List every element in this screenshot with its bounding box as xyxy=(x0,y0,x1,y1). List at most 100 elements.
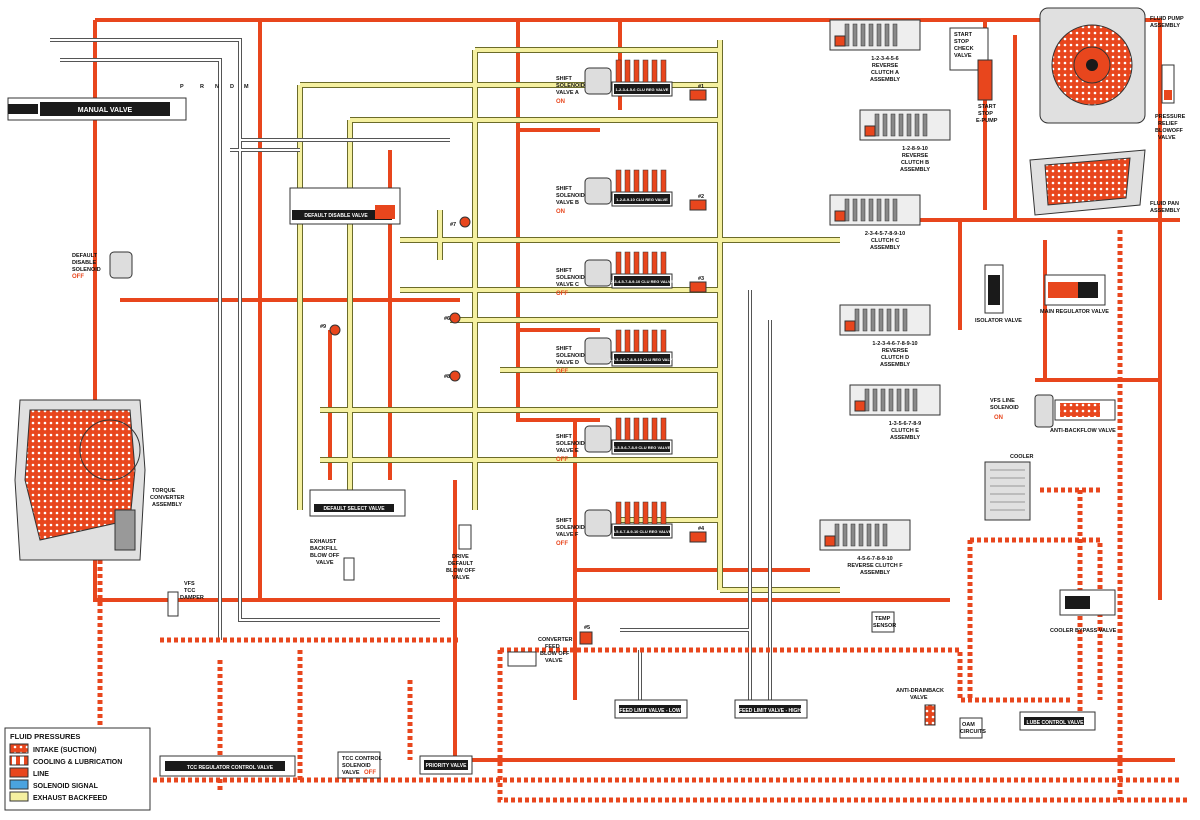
main-regulator-valve: MAIN REGULATOR VALVE xyxy=(1040,274,1109,315)
solenoid-label-line: SHIFT xyxy=(556,518,573,524)
vfs-tcc-damper: VFS TCC DAMPER xyxy=(167,581,204,617)
isolator-valve: ISOLATOR VALVE xyxy=(975,264,1022,324)
solenoid-state: ON xyxy=(556,209,565,215)
clutch-reg-valve-label: 1-2-8-9-10 CLU REG VALVE xyxy=(616,197,668,202)
default-disable-valve-label: DEFAULT DISABLE VALVE xyxy=(304,213,368,219)
torque-converter-assembly: TORQUE CONVERTER ASSEMBLY xyxy=(14,399,185,561)
ssp-line2: STOP xyxy=(978,111,993,117)
checkball-label: #3 xyxy=(698,276,704,282)
clutch-reg-valve-label: 1-2-3-4-6-7-8-9-10 CLU REG VALVE xyxy=(609,357,675,362)
solenoid-label-line: VALVE E xyxy=(556,448,579,454)
solenoid-label-line: SHIFT xyxy=(556,268,573,274)
solenoid-label-line: SHIFT xyxy=(556,346,573,352)
pan-line2: ASSEMBLY xyxy=(1150,208,1180,214)
tcc-reg-label: TCC REGULATOR CONTROL VALVE xyxy=(187,765,274,771)
clutch-label-line: CLUTCH A xyxy=(871,70,899,76)
default-disable-solenoid: DEFAULT DISABLE SOLENOID OFF xyxy=(72,251,133,280)
prv-line2: RELIEF xyxy=(1158,121,1178,127)
vfs-line-1: VFS LINE xyxy=(990,398,1015,404)
solenoid-state: OFF xyxy=(556,369,568,375)
fluid-pan-assembly: FLUID PAN ASSEMBLY xyxy=(1029,149,1180,216)
pos-d: D xyxy=(230,84,234,90)
cf-line4: VALVE xyxy=(545,658,563,664)
default-disable-valve: DEFAULT DISABLE VALVE xyxy=(289,187,401,225)
vfs-tcc-line3: DAMPER xyxy=(180,595,204,601)
cf-check: #5 xyxy=(584,625,590,631)
anti-drainback-valve: ANTI-DRAINBACK VALVE xyxy=(896,688,944,726)
checkball-7: #7 xyxy=(450,222,456,228)
legend-swatch xyxy=(9,791,29,802)
start-stop-check-valve: START STOP CHECK VALVE xyxy=(949,27,993,101)
lube-label: LUBE CONTROL VALVE xyxy=(1027,720,1085,726)
pressure-relief-blowoff-valve: PRESSURE RELIEF BLOWOFF VALVE xyxy=(1155,64,1186,141)
adb-line1: ANTI-DRAINBACK xyxy=(896,688,944,694)
clutch-label-line: ASSEMBLY xyxy=(890,435,920,441)
clutch-label-line: CLUTCH D xyxy=(881,355,909,361)
legend-label: EXHAUST BACKFEED xyxy=(33,795,107,802)
legend-swatch xyxy=(9,743,29,754)
legend-swatch xyxy=(9,779,29,790)
sscv-line1: START xyxy=(954,32,973,38)
dds-state: OFF xyxy=(72,274,84,280)
solenoid-label-line: SOLENOID xyxy=(556,353,585,359)
solenoid-label-line: VALVE D xyxy=(556,360,579,366)
flv-high-label: FEED LIMIT VALVE - HIGH xyxy=(739,708,801,714)
feed-limit-valve-low: FEED LIMIT VALVE - LOW xyxy=(614,699,688,719)
oam-line1: OAM xyxy=(962,722,975,728)
ebb-line4: VALVE xyxy=(316,560,334,566)
ebb-line1: EXHAUST xyxy=(310,539,337,545)
vfs-tcc-line2: TCC xyxy=(184,588,195,594)
clutch-label-line: CLUTCH C xyxy=(871,238,899,244)
clutch-label-line: REVERSE CLUTCH F xyxy=(847,563,903,569)
tcc-ctl-line1: TCC CONTROL xyxy=(342,756,383,762)
legend: FLUID PRESSURES INTAKE (SUCTION)COOLING … xyxy=(4,727,151,811)
pos-m: M xyxy=(244,84,249,90)
clutch-label-line: ASSEMBLY xyxy=(880,362,910,368)
sscv-line4: VALVE xyxy=(954,53,972,59)
main-regulator-label: MAIN REGULATOR VALVE xyxy=(1040,309,1109,315)
isolator-label: ISOLATOR VALVE xyxy=(975,318,1022,324)
checkballs: #6 #7 #8 #9 xyxy=(320,216,471,382)
tcc-control-solenoid-valve: TCC CONTROL SOLENOID VALVE OFF xyxy=(337,751,383,779)
adb-line2: VALVE xyxy=(910,695,928,701)
solenoid-state: OFF xyxy=(556,291,568,297)
checkball-9: #9 xyxy=(320,324,326,330)
solenoid-label-line: SOLENOID xyxy=(556,193,585,199)
clutch-label-line: ASSEMBLY xyxy=(900,167,930,173)
ssp-line3: E-PUMP xyxy=(976,118,998,124)
start-stop-e-pump: START STOP E-PUMP xyxy=(976,104,998,124)
clutch-label-line: 2-3-4-5-7-8-9-10 xyxy=(865,231,905,237)
clutch-label-line: 1-2-3-4-6-7-8-9-10 xyxy=(872,341,917,347)
anti-backflow-valve: ANTI-BACKFLOW VALVE xyxy=(1050,399,1116,434)
prv-line4: VALVE xyxy=(1158,135,1176,141)
flv-low-label: FEED LIMIT VALVE - LOW xyxy=(619,708,680,714)
cf-line2: FEED xyxy=(545,644,560,650)
clutch-label-line: CLUTCH B xyxy=(901,160,929,166)
cbv-label: COOLER BYPASS VALVE xyxy=(1050,628,1117,634)
pos-r: R xyxy=(200,84,204,90)
oam-circuits: OAM CIRCUITS xyxy=(959,717,986,739)
legend-title: FLUID PRESSURES xyxy=(10,732,80,741)
legend-label: SOLENOID SIGNAL xyxy=(33,783,99,790)
dds-line3: SOLENOID xyxy=(72,267,101,273)
solenoid-label-line: VALVE B xyxy=(556,200,579,206)
clutch-label-line: 1-2-8-9-10 xyxy=(902,146,928,152)
fluid-pump-assembly: FLUID PUMP ASSEMBLY xyxy=(1039,7,1184,124)
solenoid-label-line: SOLENOID xyxy=(556,441,585,447)
cf-line3: BLOW OFF xyxy=(540,651,570,657)
checkball-8: #8 xyxy=(444,374,450,380)
legend-label: COOLING & LUBRICATION xyxy=(33,759,122,766)
solenoid-label-line: SHIFT xyxy=(556,434,573,440)
prv-line3: BLOWOFF xyxy=(1155,128,1183,134)
solenoid-label-line: SOLENOID xyxy=(556,525,585,531)
priority-label: PRIORITY VALVE xyxy=(426,763,468,769)
exhaust-backfill-blow-off-valve: EXHAUST BACKFILL BLOW OFF VALVE xyxy=(310,539,355,581)
vfs-tcc-line1: VFS xyxy=(184,581,195,587)
solenoid-label-line: SHIFT xyxy=(556,186,573,192)
pos-n: N xyxy=(215,84,219,90)
